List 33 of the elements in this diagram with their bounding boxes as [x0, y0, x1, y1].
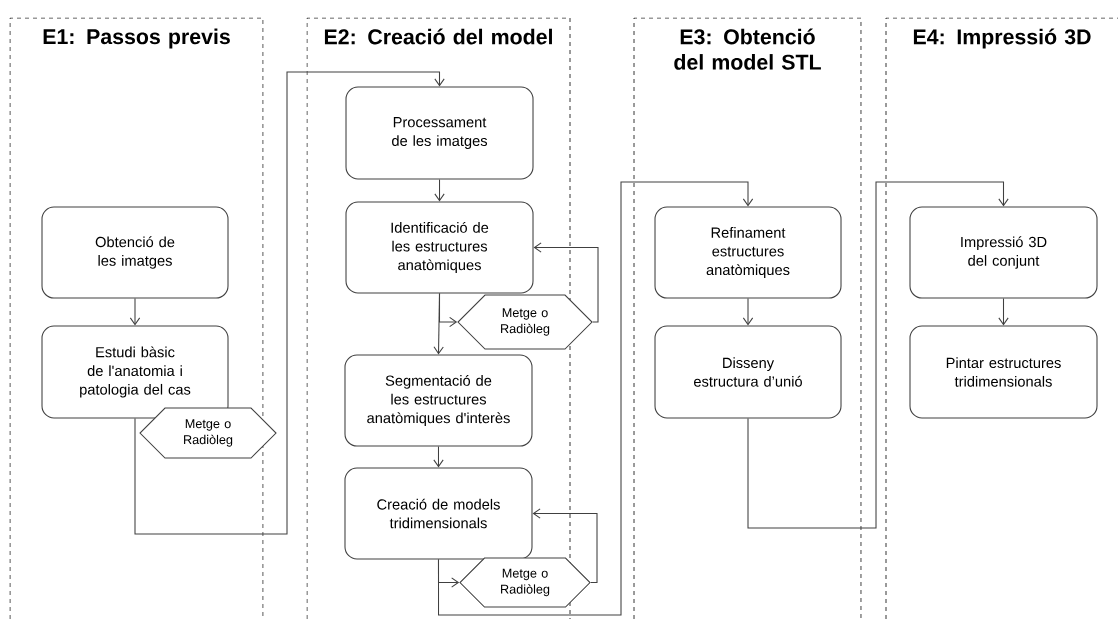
arrow	[438, 293, 458, 328]
arrow	[533, 242, 599, 323]
lane-title: E3: Obtenció del model STL	[674, 28, 821, 70]
node-label: Metge o Radiòleg	[501, 568, 550, 597]
arrow	[129, 298, 141, 326]
arrow	[134, 71, 445, 535]
arrow	[433, 446, 444, 468]
arrow	[742, 298, 754, 326]
arrow	[434, 179, 445, 202]
arrow	[532, 508, 598, 584]
swimlane	[9, 17, 264, 619]
arrow	[437, 181, 754, 616]
arrow	[747, 181, 1009, 529]
arrow	[998, 298, 1009, 326]
process-box: Pintar estructures tridimensionals	[909, 325, 1098, 419]
process-box: Identificació de les estructures anatòmiques	[345, 201, 534, 294]
process-box: Processament de les imatges	[345, 86, 534, 180]
process-box: Segmentació de les estructures anatòmiques d'interès	[344, 354, 533, 447]
lane-title: E4: Impressió 3D	[913, 28, 1091, 49]
lane-title: E1: Passos previs	[43, 28, 230, 49]
lane-title: E2: Creació del model	[324, 28, 552, 45]
process-box: Obtenció de les imatges	[41, 206, 229, 299]
hexagon-box: Metge o Radiòleg	[139, 407, 277, 459]
process-box: Refinament estructures anatòmiques	[654, 206, 842, 299]
process-box: Disseny estructura d’unió	[654, 325, 842, 419]
hexagon-box: Metge o Radiòleg	[457, 294, 593, 350]
process-box: Creació de models tridimensionals	[344, 467, 533, 560]
swimlane	[633, 17, 862, 619]
process-box: Estudi bàsic de l'anatomia i patologia del cas	[41, 325, 229, 419]
process-box: Impressió 3D del conjunt	[909, 206, 1098, 299]
swimlane	[885, 17, 1118, 619]
swimlane	[306, 17, 571, 619]
hexagon-box: Metge o Radiòleg	[459, 557, 591, 608]
